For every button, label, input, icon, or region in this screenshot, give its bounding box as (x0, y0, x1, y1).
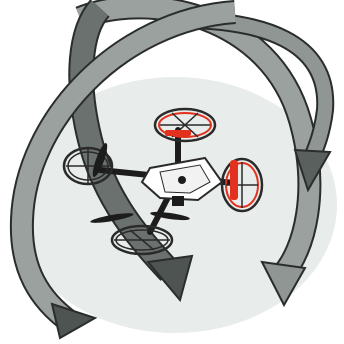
prop-guard-top (155, 109, 215, 141)
prop-guard-right (222, 159, 262, 211)
prop-guard-bottom (112, 226, 172, 254)
